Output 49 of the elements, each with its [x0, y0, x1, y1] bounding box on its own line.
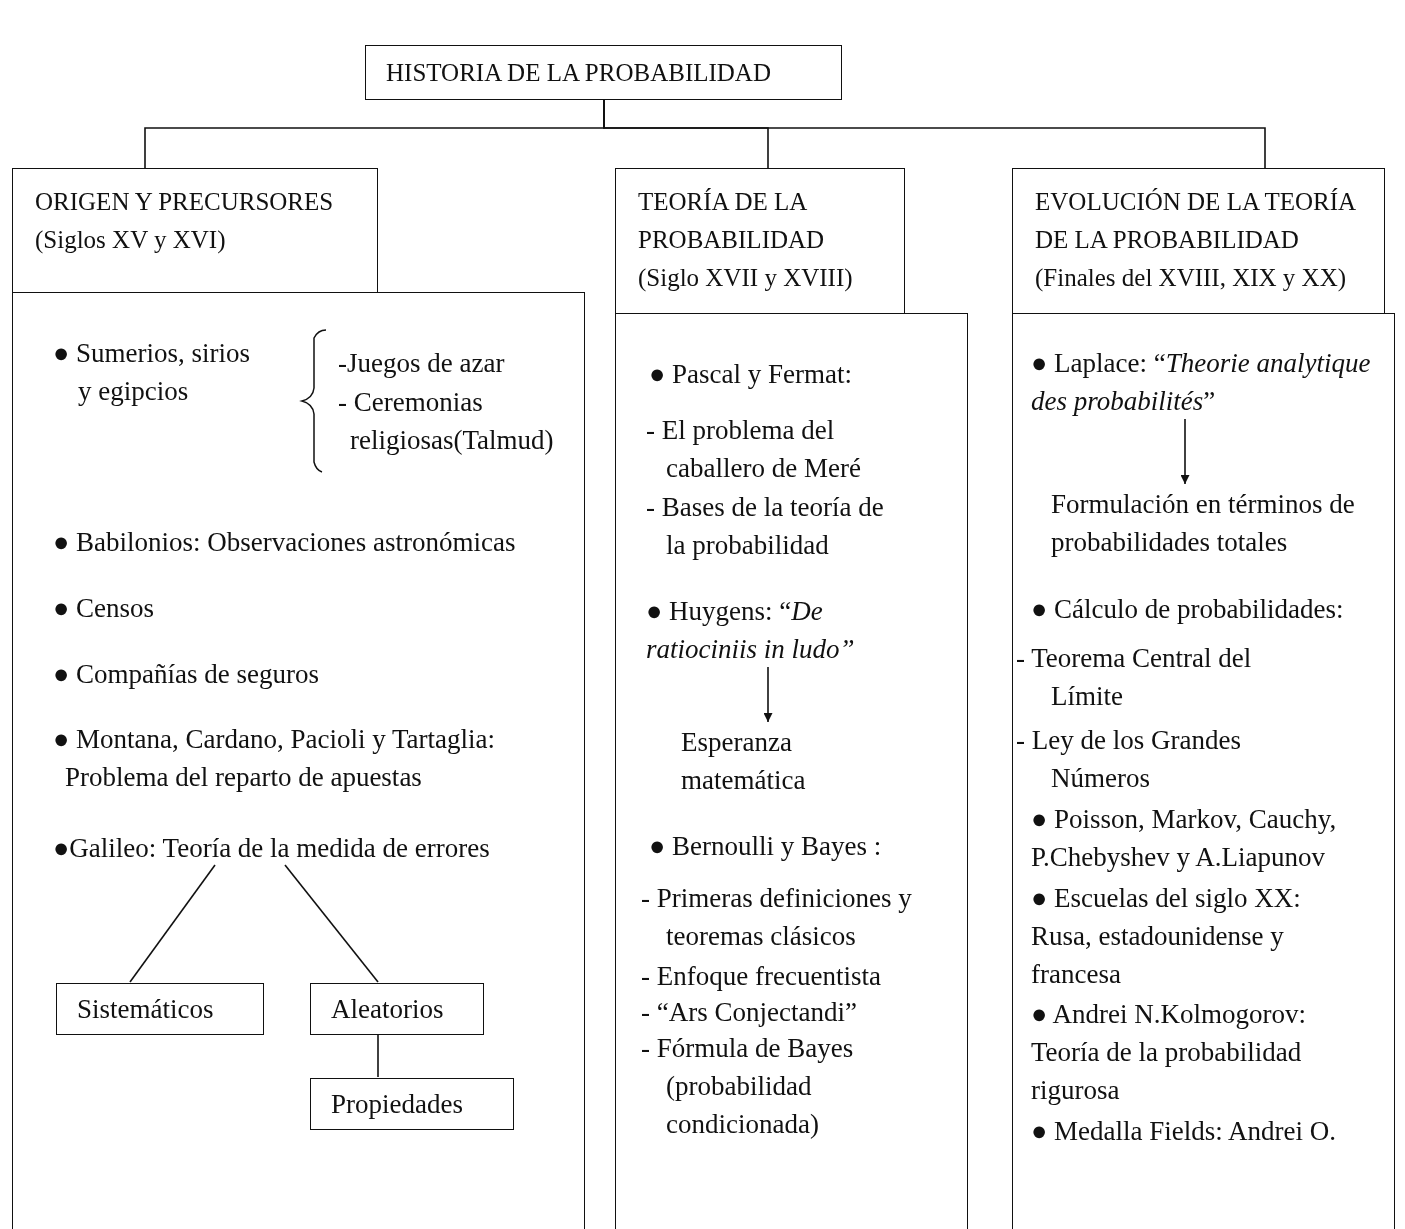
list-item-text: -Juegos de azar: [338, 347, 506, 380]
arrow: [763, 666, 773, 723]
list-item-text: ● Pascal y Fermat:: [649, 358, 853, 391]
connector-line: [603, 99, 1266, 169]
heading-text: TEORÍA DE LA PROBABILIDAD: [638, 187, 826, 255]
heading-text: ORIGEN Y PRECURSORES: [35, 187, 335, 217]
list-item-text: ● Bernoulli y Bayes :: [649, 830, 883, 863]
list-item-text: ● Escuelas del siglo XX: Rusa, estadounidense y francesa: [1031, 882, 1302, 991]
list-item-text: - “Ars Conjectandi”: [641, 996, 858, 1029]
list-item-text: - Teorema Central del Límite: [1016, 642, 1253, 713]
arrow: [1180, 418, 1190, 485]
list-item-text: ● Censos: [53, 592, 156, 625]
header-box: [12, 168, 378, 293]
content-panel: [12, 292, 585, 1229]
list-item-text: ● Poisson, Markov, Cauchy, P.Chebyshev y A.Liapunov: [1031, 803, 1338, 874]
header-box: [615, 168, 905, 314]
list-item-text: ● Andrei N.Kolmogorov: Teoría de la probabilidad rigurosa: [1031, 998, 1308, 1107]
title-box: HISTORIA DE LA PROBABILIDAD: [365, 45, 842, 100]
connector-line: [129, 864, 216, 983]
list-item-text: - Ceremonias religiosas(Talmud): [338, 386, 555, 457]
list-item-text: - Enfoque frecuentista: [641, 960, 882, 993]
header-box: [1012, 168, 1385, 314]
list-item-text: ● Sumerios, sirios y egipcios: [53, 337, 252, 408]
list-item-text: ● Medalla Fields: Andrei O.: [1031, 1115, 1337, 1148]
list-item-text: ● Compañías de seguros: [53, 658, 321, 691]
period-text: (Finales del XVIII, XIX y XX): [1035, 263, 1348, 294]
topic-text: Formulación en términos de probabilidades totales: [1051, 485, 1386, 561]
list-item-text: - Ley de los Grandes Números: [1016, 724, 1242, 795]
list-item-text: - Fórmula de Bayes (probabilidad condicionada): [641, 1032, 855, 1141]
content-panel: [1012, 313, 1395, 1229]
connector-line: [377, 1033, 379, 1078]
heading-text: EVOLUCIÓN DE LA TEORÍA DE LA PROBABILIDAD: [1035, 187, 1357, 255]
period-text: (Siglo XVII y XVIII): [638, 263, 854, 294]
topic-text: ●Galileo: Teoría de la medida de errores: [53, 829, 573, 866]
category-box: Propiedades: [310, 1078, 514, 1130]
topic-text: Esperanza matemática: [681, 723, 881, 799]
period-text: (Siglos XV y XVI): [35, 225, 227, 256]
list-item-text: - El problema del caballero de Meré: [646, 414, 862, 485]
category-box: Aleatorios: [310, 983, 484, 1035]
list-item-text: ● Montana, Cardano, Pacioli y Tartaglia: Problema del reparto de apuestas: [53, 723, 497, 794]
topic-text: ● Laplace: “Theorie analytique des probabilités”: [1031, 344, 1403, 420]
list-item-text: ● Cálculo de probabilidades:: [1031, 593, 1345, 626]
connector-line: [284, 864, 379, 983]
topic-text: ● Huygens: “De ratiociniis in ludo”: [646, 592, 906, 668]
list-item-text: ● Babilonios: Observaciones astronómicas: [53, 526, 517, 559]
list-item-text: - Bases de la teoría de la probabilidad: [646, 491, 885, 562]
content-panel: [615, 313, 968, 1229]
category-box: Sistemáticos: [56, 983, 264, 1035]
list-item-text: - Primeras definiciones y teoremas clásicos: [641, 882, 913, 953]
